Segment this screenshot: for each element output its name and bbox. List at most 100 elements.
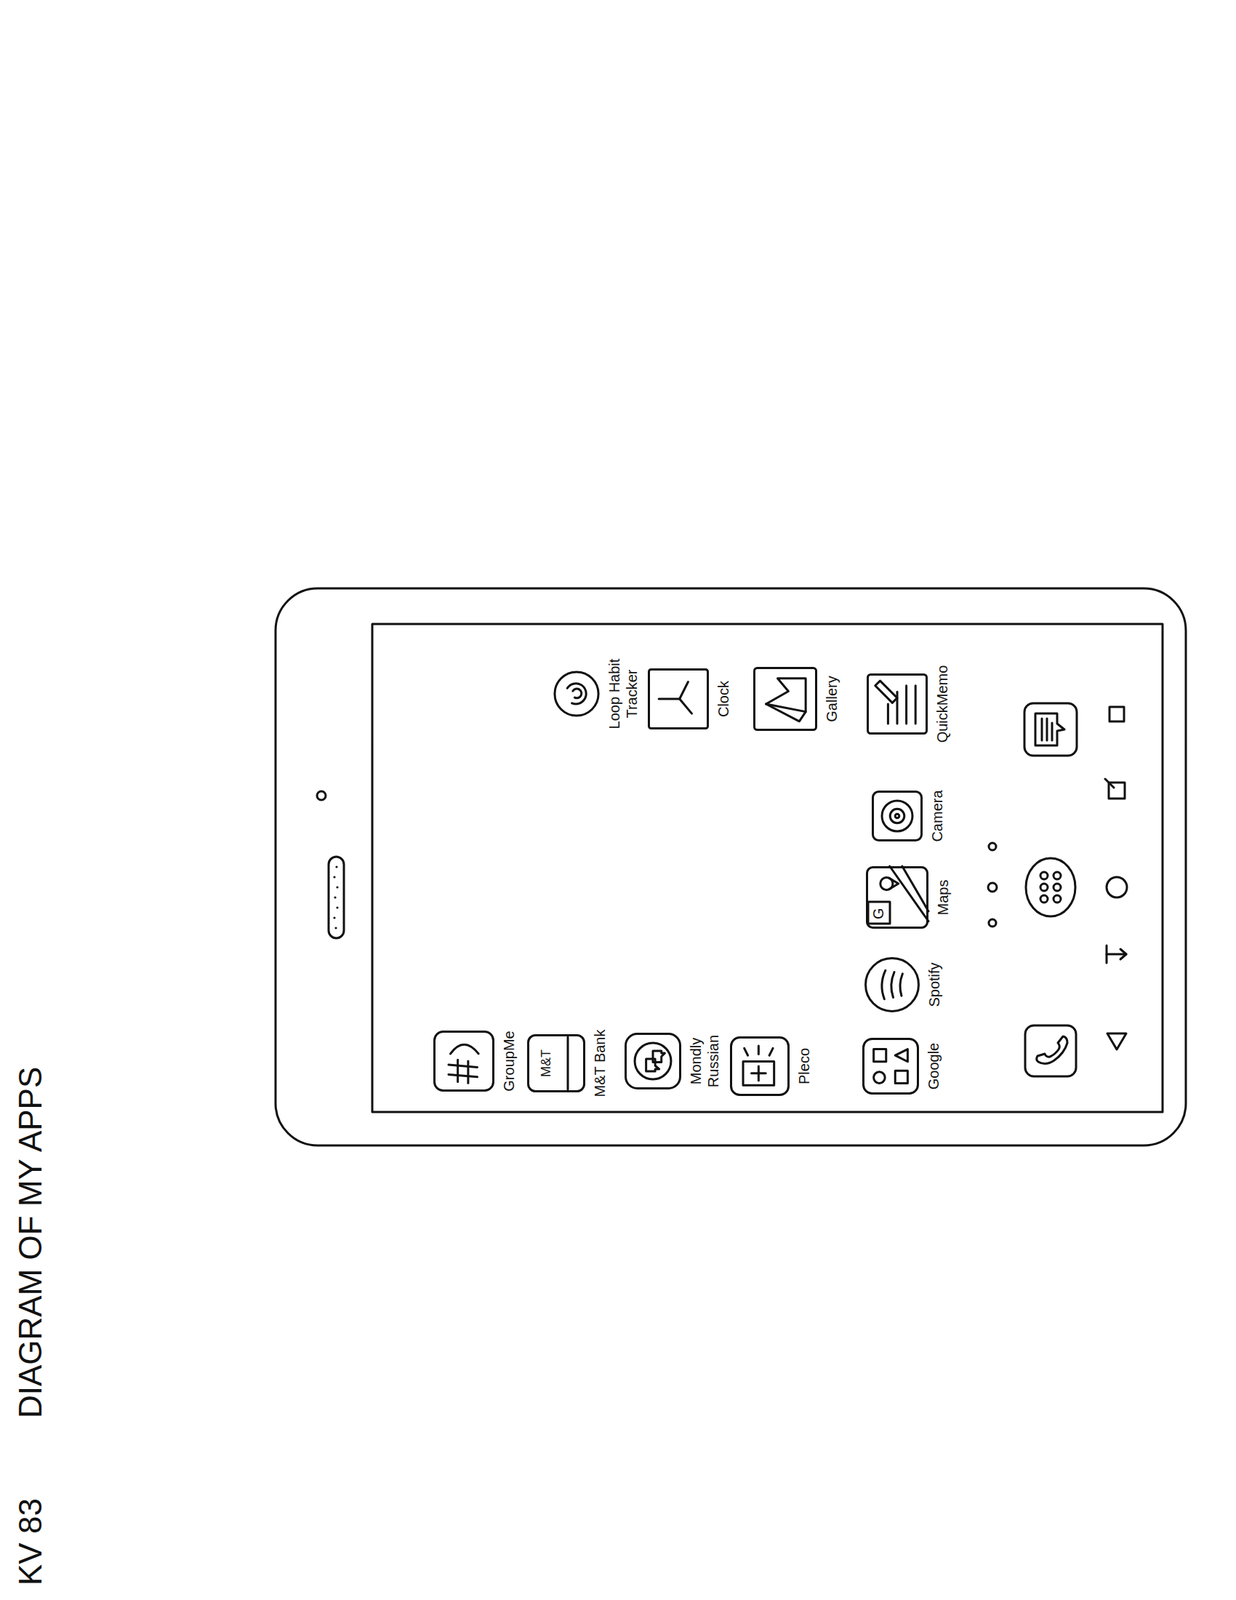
- icon-shape: [527, 1033, 586, 1093]
- hash-mark: [448, 1064, 477, 1067]
- app-icon: Google: [862, 1037, 920, 1095]
- icon-outline: [528, 1035, 585, 1092]
- hash-mark: [466, 1060, 469, 1083]
- hash-mark: [448, 1073, 477, 1077]
- smile: [450, 1044, 480, 1054]
- icon-shape: [729, 1036, 790, 1096]
- sound-wave: [900, 973, 903, 996]
- notification-button: [1106, 953, 1127, 956]
- app-label: GroupMe: [500, 1017, 518, 1105]
- page-dot: [988, 919, 997, 927]
- message-line: [1041, 718, 1044, 741]
- mini-app: [873, 1071, 886, 1084]
- lens: [881, 800, 913, 832]
- drawer-dot: [1040, 895, 1048, 903]
- app-icon: Mondly Russian: [624, 1032, 682, 1090]
- icon-shape: [553, 670, 600, 717]
- lens: [895, 813, 900, 818]
- icon-art: [554, 671, 599, 716]
- icon-outline: [434, 1031, 494, 1091]
- speaker: [328, 856, 344, 938]
- plus: [757, 1065, 760, 1081]
- app-icon: Pleco: [729, 1036, 790, 1096]
- icon-art: [731, 1037, 789, 1095]
- logo-circle: [554, 671, 599, 716]
- ray: [769, 1047, 773, 1055]
- logo-circle: [865, 958, 920, 1012]
- icon-outline: [873, 791, 922, 841]
- speaker-hole: [332, 875, 336, 878]
- icon-outline: [731, 1037, 789, 1095]
- icon-art: [625, 1033, 681, 1089]
- icon-shape: [865, 865, 929, 929]
- drawer-dot: [1053, 871, 1061, 880]
- picture: [766, 703, 807, 712]
- drawer-dot: [1053, 883, 1061, 891]
- icon-shape: [871, 790, 923, 842]
- speaker-hole: [332, 916, 336, 919]
- notification-button: [1120, 948, 1127, 959]
- speaker-hole: [335, 865, 338, 868]
- icon-shape: [753, 666, 818, 731]
- icon-art: [649, 669, 709, 729]
- switch-button: [1105, 778, 1114, 788]
- back-button: [1107, 1033, 1127, 1050]
- handset: [1036, 1036, 1068, 1064]
- app-label: Camera: [928, 779, 946, 853]
- speaker-hole: [335, 905, 339, 909]
- drawer-dot: [1040, 883, 1048, 891]
- mini-app: [873, 1049, 887, 1062]
- page-code: KV 83: [13, 1497, 48, 1585]
- ray: [744, 1047, 749, 1055]
- phone: GroupMe M&T Bank Loop Habit TrackerMondly …: [273, 586, 1189, 1148]
- page-dot: [988, 842, 997, 850]
- app-icon: GroupMe: [433, 1030, 495, 1092]
- hash-mark: [456, 1059, 459, 1082]
- app-label: M&T Bank: [591, 1019, 609, 1107]
- letter-box: [868, 901, 890, 924]
- icon-art: [754, 668, 817, 730]
- icon-shape: [433, 1030, 495, 1092]
- app-icon: Spotify: [864, 956, 920, 1013]
- speaker-holes: [332, 865, 339, 929]
- phone-body: [275, 588, 1186, 1146]
- front-camera: [316, 791, 326, 800]
- speaker-hole: [334, 926, 337, 929]
- pencil: [875, 680, 898, 703]
- icon-shape: [624, 1032, 682, 1090]
- sound-wave: [891, 972, 895, 998]
- icon-letter: G: [870, 907, 887, 920]
- app-label: Loop Habit Tracker: [605, 642, 641, 745]
- app-drawer-icon: [1025, 857, 1076, 917]
- icon-art: [528, 1035, 585, 1092]
- drawer-dot: [1053, 895, 1061, 903]
- mini-app: [895, 1070, 908, 1083]
- drawer-dot: [1040, 871, 1048, 880]
- page-title: DIAGRAM OF MY APPS: [13, 1066, 48, 1418]
- icon-outline: [754, 668, 817, 730]
- notification-button: [1105, 945, 1109, 963]
- road: [902, 865, 929, 912]
- bubble: [652, 1050, 665, 1063]
- clock-hand: [658, 697, 680, 701]
- app-label: Gallery: [823, 658, 841, 739]
- icon-art: [865, 958, 920, 1012]
- clock-hand: [679, 698, 693, 714]
- app-label: Clock: [714, 658, 733, 739]
- message-line: [1046, 718, 1049, 741]
- map-pin: [889, 877, 899, 889]
- icon-art: [434, 1031, 494, 1091]
- app-label: Mondly Russian: [687, 1024, 722, 1098]
- icon-art: [873, 791, 922, 841]
- app-label: Spotify: [925, 948, 943, 1021]
- app-label: Google: [924, 1029, 943, 1103]
- icon-shape: [864, 956, 920, 1013]
- memo-line: [914, 685, 917, 724]
- icon-shape: [866, 673, 928, 735]
- icon-outline: [649, 669, 709, 729]
- phone-screen: [372, 623, 1163, 1112]
- memo-line: [887, 703, 890, 724]
- app-label: Maps: [934, 860, 952, 934]
- app-icon: Maps: [865, 865, 929, 929]
